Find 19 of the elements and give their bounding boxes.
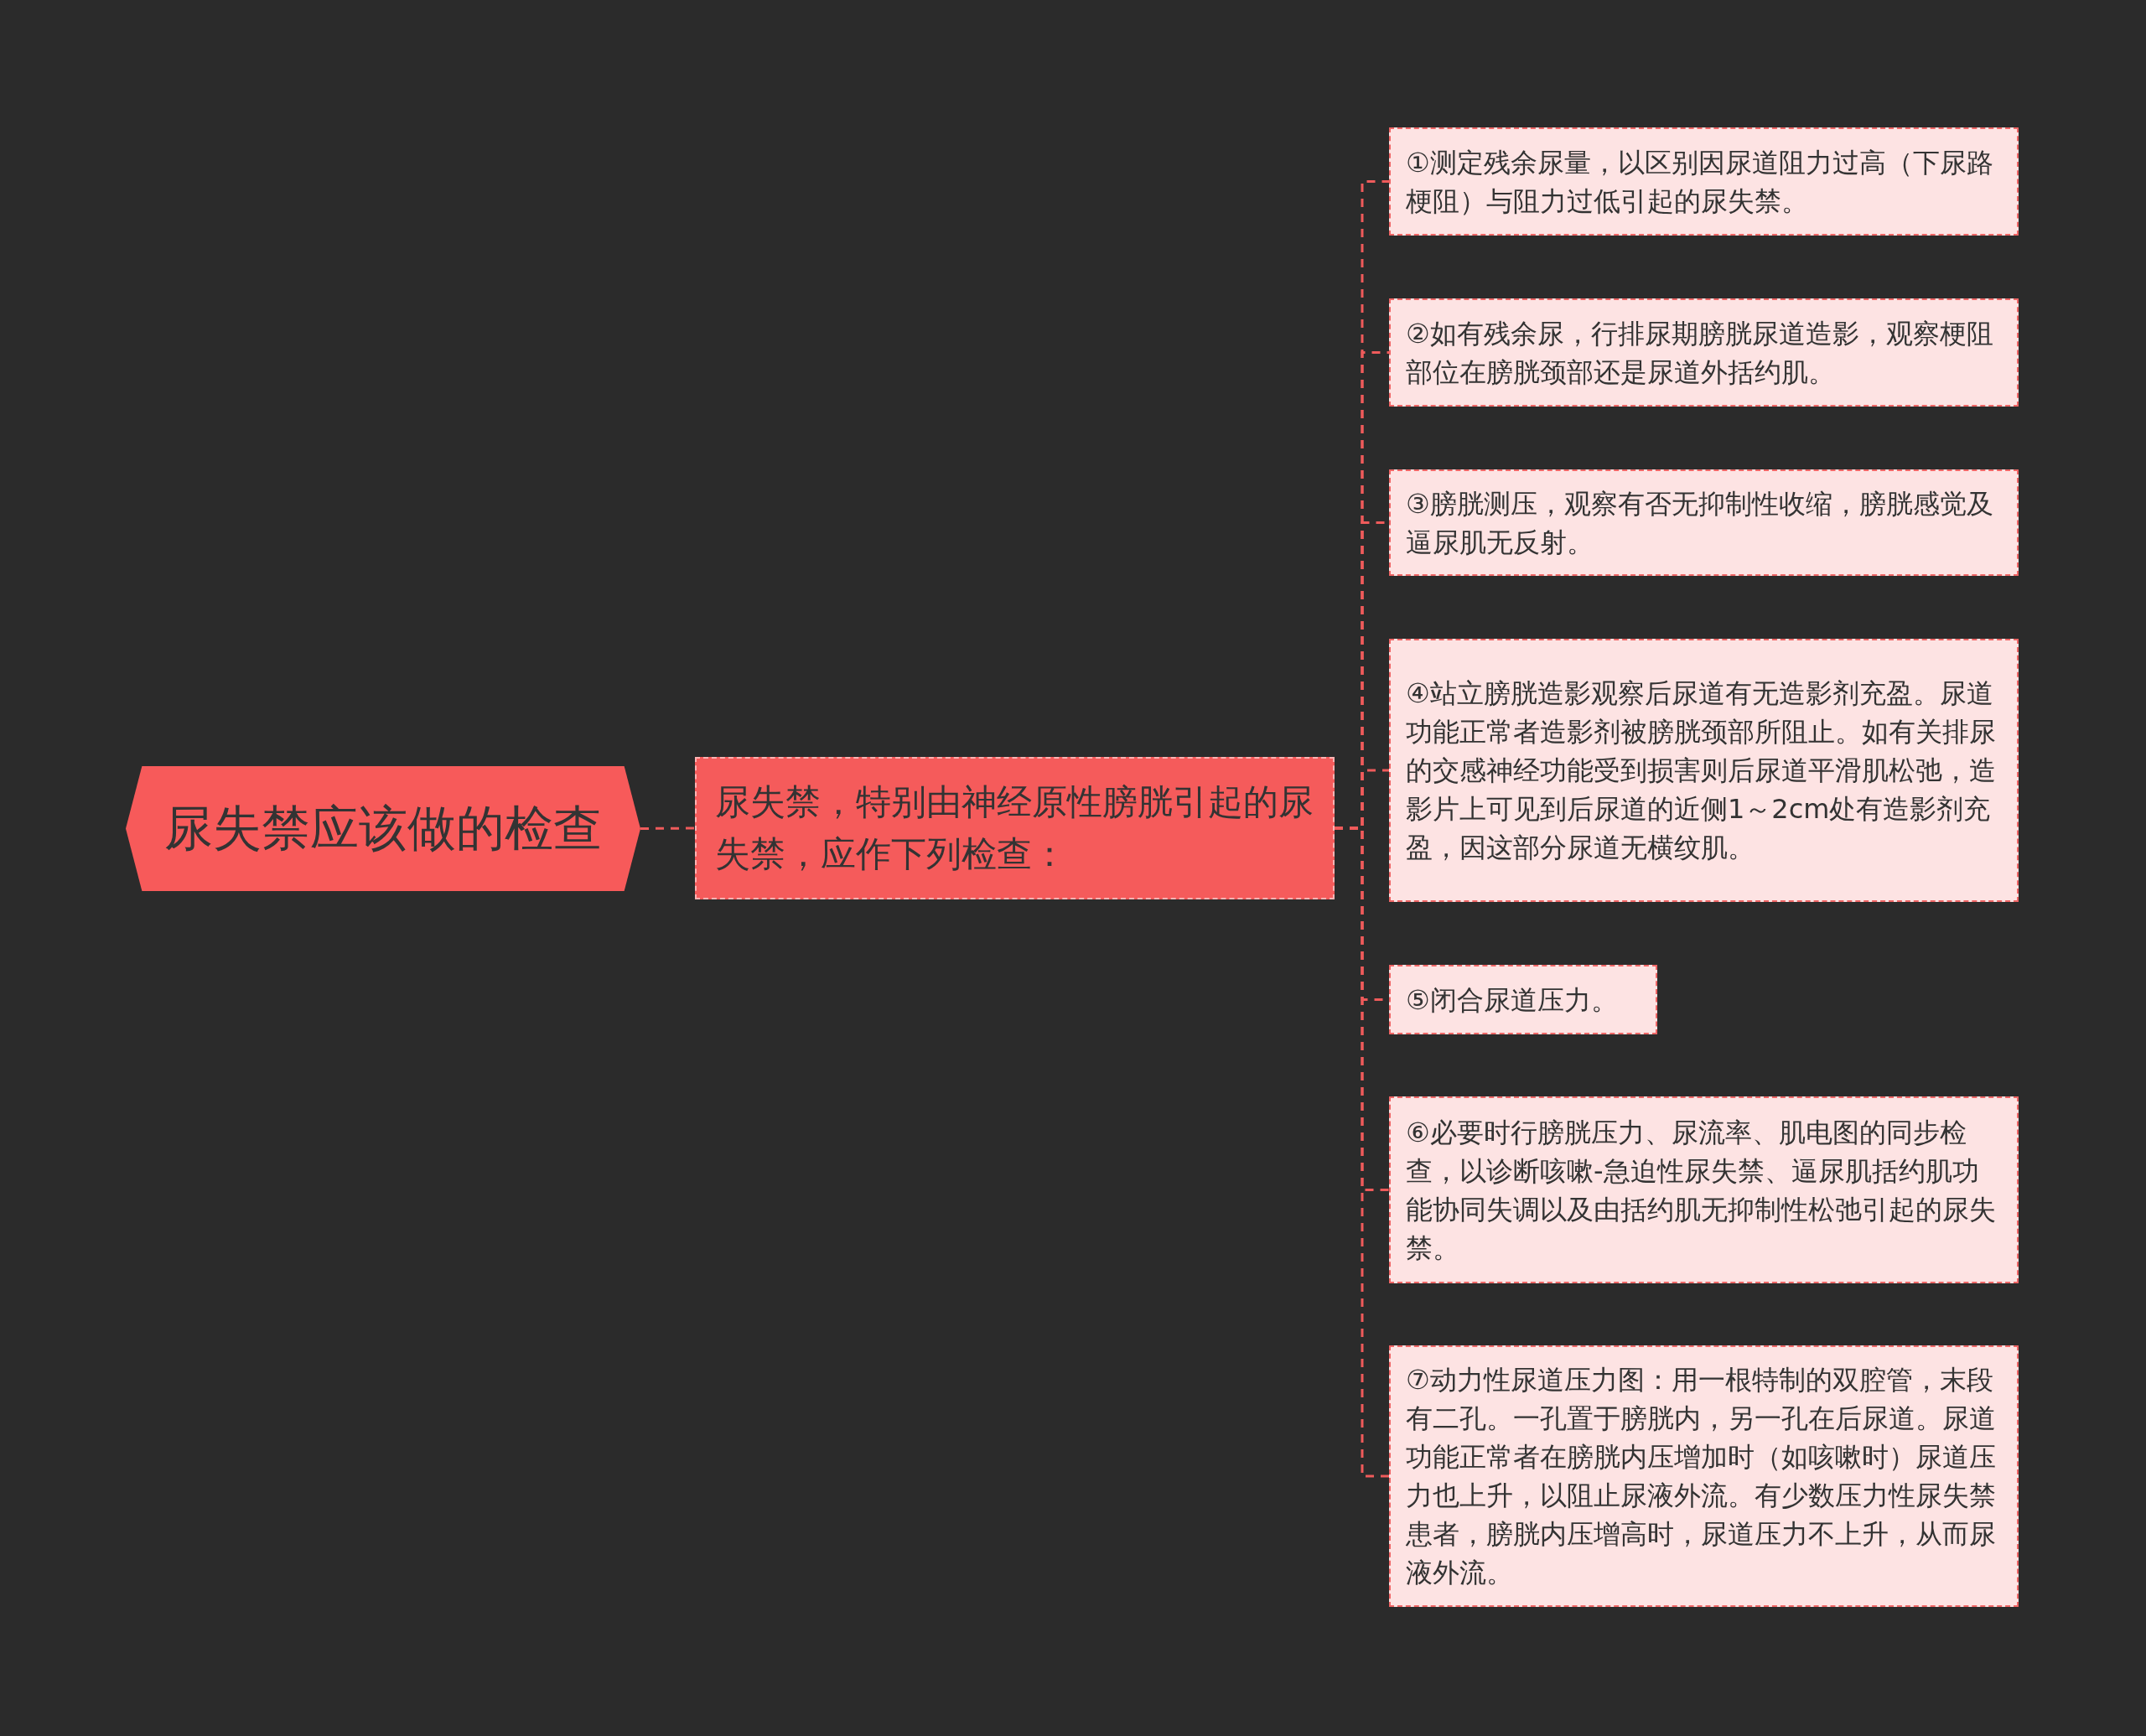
topic-box bbox=[695, 757, 1335, 899]
node-text: ③膀胱测压，观察有否无抑制性收缩，膀胱感觉及逼尿肌无反射。 bbox=[1406, 486, 1994, 560]
node-text: ④站立膀胱造影观察后尿道有无造影剂充盈。尿道功能正常者造影剂被膀胱颈部所阻止。如有关排尿的交感神经功能受到损害则后尿道平滑肌松弛，造影片上可见到后尿道的近侧1～2cm处有造影剂充盈，因这部分尿道无横纹肌。 bbox=[1406, 676, 1997, 865]
detail-box bbox=[1389, 1345, 2019, 1607]
detail-box bbox=[1389, 1096, 2019, 1283]
connector-line bbox=[640, 827, 695, 830]
detail-box bbox=[1389, 639, 2019, 902]
detail-box bbox=[1389, 965, 1657, 1034]
node-text: 尿失禁，特别由神经原性膀胱引起的尿失禁，应作下列检查： bbox=[715, 780, 1314, 876]
root-topic bbox=[126, 766, 640, 891]
node-text: ①测定残余尿量，以区别因尿道阻力过高（下尿路梗阻）与阻力过低引起的尿失禁。 bbox=[1406, 145, 1994, 219]
detail-box bbox=[1389, 469, 2019, 576]
detail-box bbox=[1389, 127, 2019, 236]
node-text: ⑤闭合尿道压力。 bbox=[1406, 982, 1618, 1018]
detail-box bbox=[1389, 298, 2019, 407]
node-text: ⑥必要时行膀胱压力、尿流率、肌电图的同步检查，以诊断咳嗽-急迫性尿失禁、逼尿肌括约肌功能协同失调以及由括约肌无抑制性松弛引起的尿失禁。 bbox=[1406, 1115, 1997, 1266]
node-text: ⑦动力性尿道压力图：用一根特制的双腔管，末段有二孔。一孔置于膀胱内，另一孔在后尿道。尿道功能正常者在膀胱内压增加时（如咳嗽时）尿道压力也上升，以阻止尿液外流。有少数压力性尿失禁患者，膀胱内压增高时，尿道压力不上升，从而尿液外流。 bbox=[1406, 1363, 1997, 1590]
node-text: 尿失禁应该做的检查 bbox=[163, 798, 603, 858]
node-text: ②如有残余尿，行排尿期膀胱尿道造影，观察梗阻部位在膀胱颈部还是尿道外括约肌。 bbox=[1406, 316, 1994, 390]
